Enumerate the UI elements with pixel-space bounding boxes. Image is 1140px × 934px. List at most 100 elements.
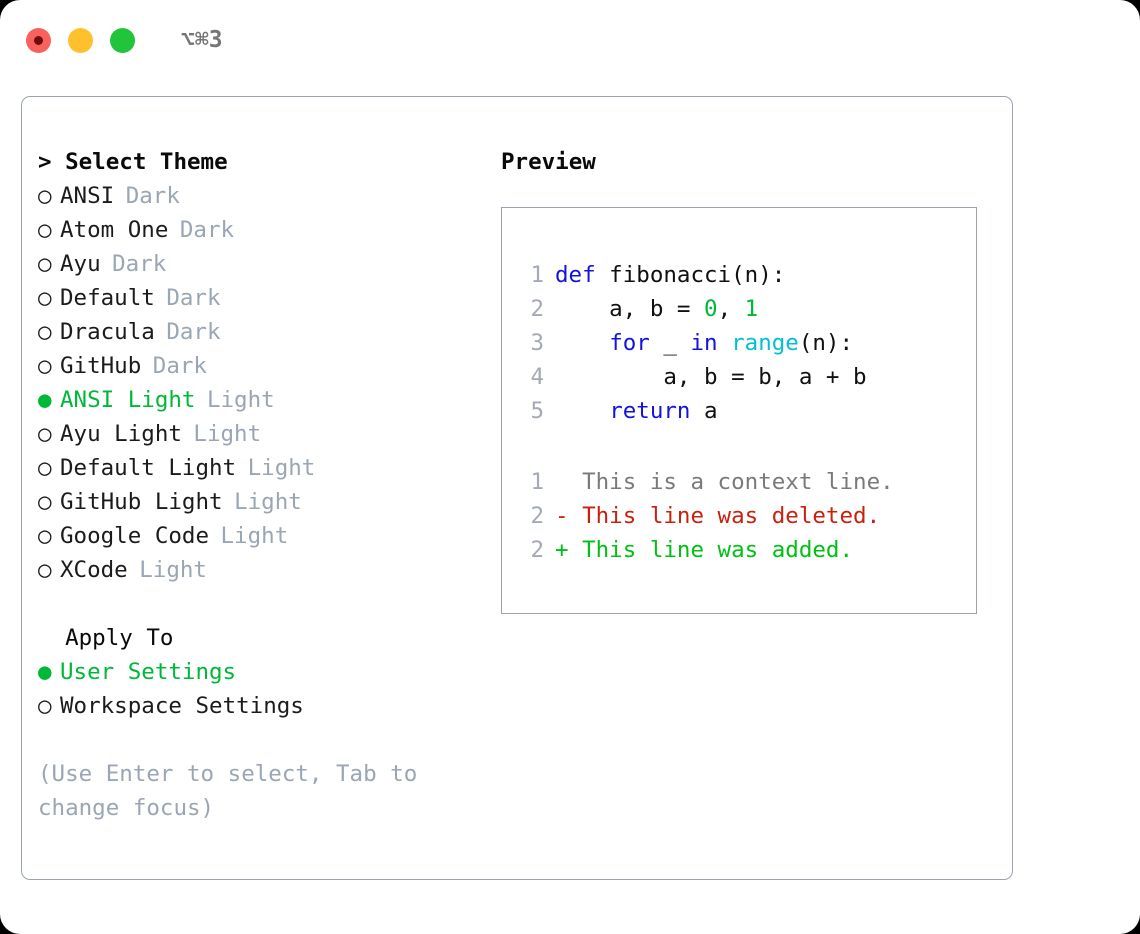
diff-text: + This line was added. xyxy=(555,533,853,567)
theme-variant-badge: Dark xyxy=(112,251,167,277)
theme-variant-badge: Light xyxy=(247,455,316,481)
radio-unselected-icon: ○ xyxy=(38,693,52,719)
code-token-pln: , xyxy=(717,296,745,322)
window-titlebar: ⌥⌘3 xyxy=(0,0,1140,80)
radio-unselected-icon: ○ xyxy=(38,353,52,379)
code-text: a, b = 0, 1 xyxy=(555,292,758,326)
theme-variant-badge: Light xyxy=(139,557,207,583)
preview-gap xyxy=(514,428,976,465)
code-token-pln xyxy=(718,330,732,356)
theme-name: Ayu Light xyxy=(60,421,182,447)
code-token-pln: a, b = b, a + b xyxy=(555,364,867,390)
radio-selected-icon: ● xyxy=(38,387,52,413)
apply-option-label: Workspace Settings xyxy=(60,693,304,719)
radio-unselected-icon: ○ xyxy=(38,319,52,345)
list-spacer xyxy=(38,587,488,621)
line-number: 4 xyxy=(530,364,544,390)
apply-option-label: User Settings xyxy=(60,659,237,685)
theme-name: XCode xyxy=(60,557,128,583)
code-token-kw: in xyxy=(690,330,718,356)
diff-marker: - xyxy=(555,503,583,529)
radio-unselected-icon: ○ xyxy=(38,183,52,209)
line-number: 1 xyxy=(530,262,544,288)
code-token-pln: fibonacci(n): xyxy=(595,262,786,288)
theme-option-ansi-light[interactable]: ● ANSI Light Light xyxy=(38,383,488,417)
radio-selected-icon: ● xyxy=(38,659,52,685)
diff-content: This line was added. xyxy=(582,537,854,563)
theme-variant-badge: Dark xyxy=(166,285,221,311)
code-token-pln xyxy=(555,398,609,424)
theme-name: Dracula xyxy=(60,319,155,345)
theme-variant-badge: Dark xyxy=(152,353,207,379)
code-token-kw: def xyxy=(555,262,596,288)
theme-name: Default xyxy=(60,285,155,311)
minimize-button-icon[interactable] xyxy=(68,27,93,53)
theme-name: Atom One xyxy=(60,217,169,243)
theme-variant-badge: Light xyxy=(220,523,289,549)
radio-unselected-icon: ○ xyxy=(38,217,52,243)
code-line: 1 def fibonacci(n): xyxy=(514,258,976,292)
close-button-icon[interactable] xyxy=(26,27,51,53)
apply-option-user-settings[interactable]: ● User Settings xyxy=(38,655,488,689)
theme-option-github-light[interactable]: ○ GitHub Light Light xyxy=(38,485,488,519)
theme-name: GitHub xyxy=(60,353,142,379)
diff-content: This is a context line. xyxy=(582,469,894,495)
theme-variant-badge: Dark xyxy=(125,183,180,209)
theme-variant-badge: Dark xyxy=(166,319,221,345)
code-token-kw: for xyxy=(609,330,650,356)
apply-option-workspace-settings[interactable]: ○ Workspace Settings xyxy=(38,689,488,723)
theme-name: ANSI Light xyxy=(60,387,196,413)
radio-unselected-icon: ○ xyxy=(38,421,52,447)
line-number: 1 xyxy=(530,469,544,495)
apply-to-heading: Apply To xyxy=(38,625,174,651)
line-number: 3 xyxy=(530,330,544,356)
theme-variant-badge: Light xyxy=(234,489,302,515)
code-line: 4 a, b = b, a + b xyxy=(514,360,976,394)
code-token-pln: a xyxy=(690,398,718,424)
diff-marker: + xyxy=(555,537,583,563)
line-number: 2 xyxy=(530,537,544,563)
code-token-pln xyxy=(555,330,609,356)
theme-option-ansi[interactable]: ○ ANSI Dark xyxy=(38,179,488,213)
theme-name: Google Code xyxy=(60,523,210,549)
code-line: 2 a, b = 0, 1 xyxy=(514,292,976,326)
theme-option-dracula[interactable]: ○ Dracula Dark xyxy=(38,315,488,349)
maximize-button-icon[interactable] xyxy=(110,27,135,53)
keyboard-hint-text: (Use Enter to select, Tab to change focu… xyxy=(38,761,418,821)
radio-unselected-icon: ○ xyxy=(38,557,52,583)
diff-text: This is a context line. xyxy=(555,465,894,499)
code-token-kw: return xyxy=(609,398,691,424)
radio-unselected-icon: ○ xyxy=(38,489,52,515)
theme-variant-badge: Light xyxy=(206,387,275,413)
line-number: 5 xyxy=(530,398,544,424)
code-text: for _ in range(n): xyxy=(555,326,853,360)
select-theme-heading: > Select Theme xyxy=(38,149,228,175)
theme-name: Ayu xyxy=(60,251,101,277)
code-token-num: 1 xyxy=(744,296,759,322)
theme-option-xcode[interactable]: ○ XCode Light xyxy=(38,553,488,587)
theme-name: GitHub Light xyxy=(60,489,223,515)
theme-option-github[interactable]: ○ GitHub Dark xyxy=(38,349,488,383)
theme-name: Default Light xyxy=(60,455,237,481)
theme-option-ayu-light[interactable]: ○ Ayu Light Light xyxy=(38,417,488,451)
code-line: 3 for _ in range(n): xyxy=(514,326,976,360)
theme-variant-badge: Light xyxy=(193,421,262,447)
code-token-num: 0 xyxy=(704,296,718,322)
diff-line-del: 2- This line was deleted. xyxy=(514,499,976,533)
preview-heading: Preview xyxy=(501,149,596,175)
theme-name: ANSI xyxy=(60,183,115,209)
diff-line-ctx: 1 This is a context line. xyxy=(514,465,976,499)
diff-line-add: 2 + This line was added. xyxy=(514,533,976,567)
code-token-pln: a, b = xyxy=(555,296,705,322)
